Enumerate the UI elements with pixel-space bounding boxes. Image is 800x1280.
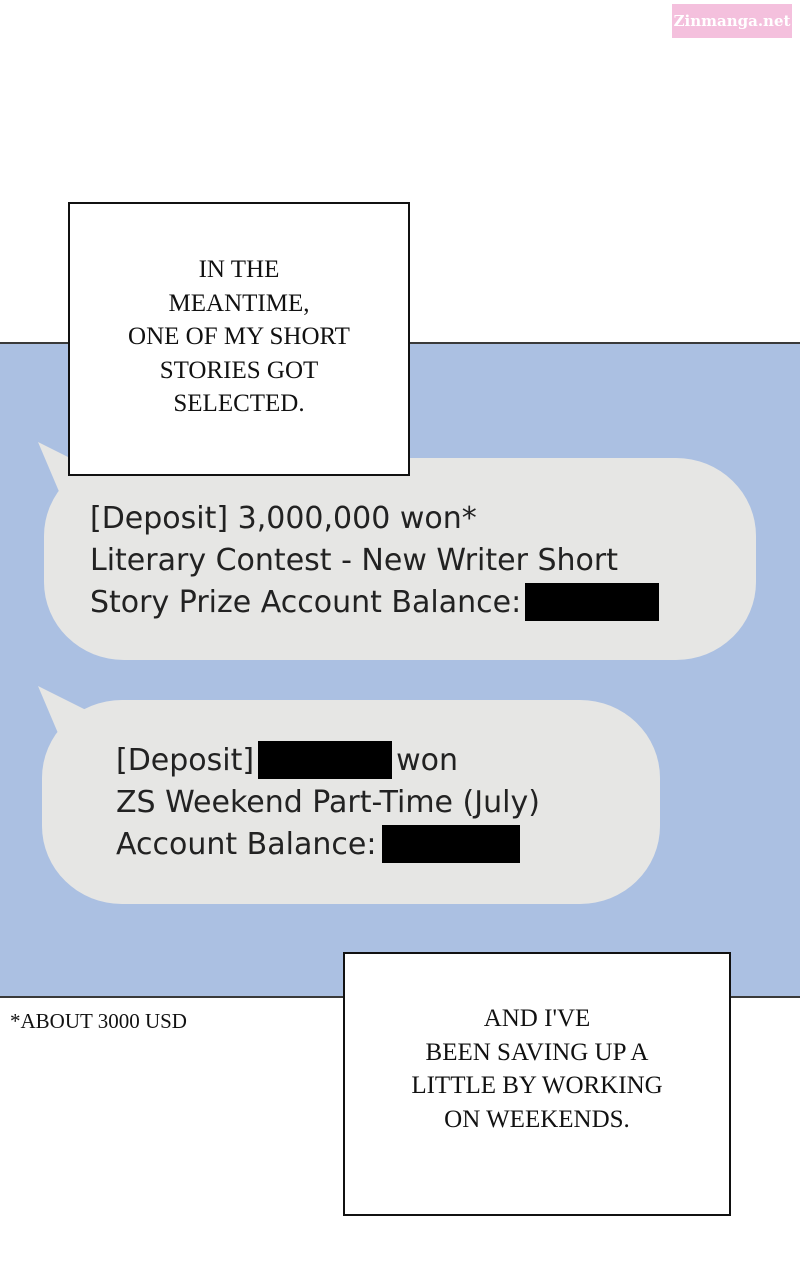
caption-line: STORIES GOT <box>159 356 319 384</box>
redacted-balance-box <box>525 582 660 621</box>
footnote-text: *ABOUT 3000 USD <box>10 1009 187 1033</box>
watermark-label: Zinmanga.net <box>672 4 792 38</box>
balance-label: Account Balance: <box>116 827 377 862</box>
narration-caption-top: IN THE MEANTIME, ONE OF MY SHORT STORIES… <box>68 202 410 476</box>
currency-label: won <box>396 743 458 778</box>
deposit-label: [Deposit] <box>116 743 255 778</box>
redacted-amount-box <box>258 740 393 779</box>
redacted-balance-box <box>382 824 521 863</box>
caption-line: MEANTIME, <box>168 289 310 317</box>
balance-label: Story Prize Account Balance: <box>90 585 522 620</box>
caption-line: ON WEEKENDS. <box>444 1105 630 1133</box>
caption-line: BEEN SAVING UP A <box>425 1038 649 1066</box>
part-time-line: ZS Weekend Part-Time (July) <box>116 785 540 820</box>
deposit-message-bubble-2: [Deposit] won ZS Weekend Part-Time (July)… <box>42 700 660 904</box>
deposit-message-bubble-1: [Deposit] 3,000,000 won* Literary Contes… <box>44 458 756 660</box>
caption-line: IN THE <box>198 256 280 284</box>
caption-line: SELECTED. <box>173 390 305 418</box>
narration-caption-bottom: AND I'VE BEEN SAVING UP A LITTLE BY WORK… <box>343 952 731 1216</box>
deposit-line: [Deposit] 3,000,000 won* <box>90 501 477 536</box>
caption-line: ONE OF MY SHORT <box>128 323 350 351</box>
caption-line: LITTLE BY WORKING <box>411 1072 663 1099</box>
caption-line: AND I'VE <box>483 1005 591 1032</box>
contest-line: Literary Contest - New Writer Short <box>90 543 618 578</box>
